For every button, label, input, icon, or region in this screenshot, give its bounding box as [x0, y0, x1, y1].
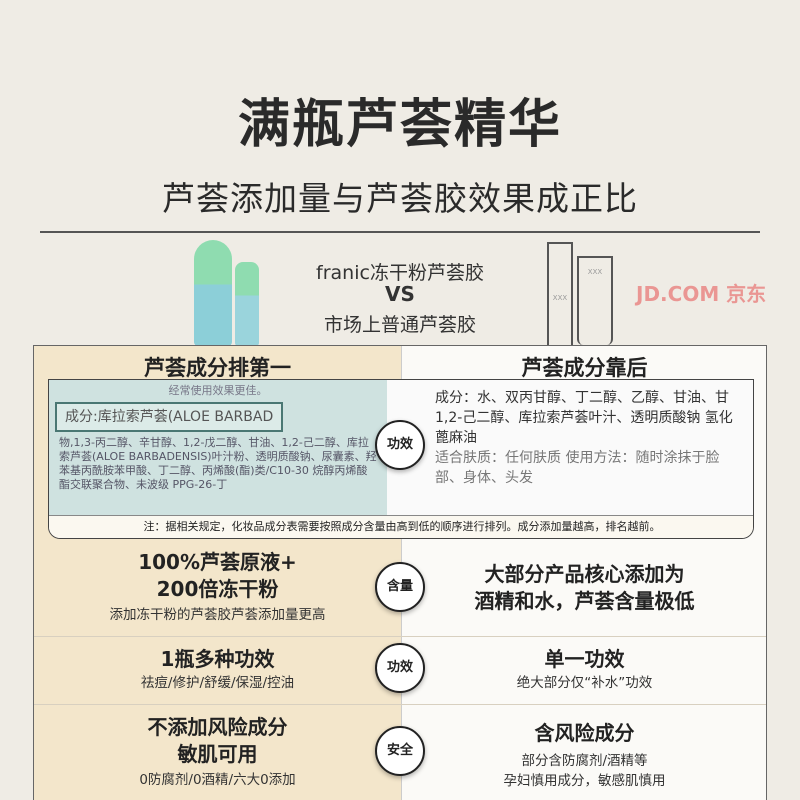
right-content-row: 大部分产品核心添加为 酒精和水，芦荟含量极低 [474, 562, 695, 613]
badge-efficacy: 功效 [375, 420, 425, 470]
competitor-label: 市场上普通芦荟胶 [323, 314, 476, 336]
franic-product-image [190, 238, 270, 346]
generic-ingredient-label: 成分：水、双丙甘醇、丁二醇、乙醇、甘油、甘 1,2-己二醇、库拉索芦荟叶汁、透明… [387, 380, 753, 515]
vs-label: VS [385, 282, 415, 306]
badge-content: 含量 [375, 562, 425, 612]
left-content-row: 100%芦荟原液+ 200倍冻干粉 添加冻干粉的芦荟胶芦荟添加量更高 [109, 550, 326, 623]
ingredient-note: 注：据相关规定，化妆品成分表需要按照成分含量由高到低的顺序进行排列。成分添加量越… [49, 515, 753, 538]
right-safety-row: 含风险成分 部分含防腐剂/酒精等 孕妇慎用成分，敏感肌慎用 [503, 721, 666, 789]
badge-efficacy-2: 功效 [375, 643, 425, 693]
franic-ingredient-label: 经常使用效果更佳。 成分:库拉索芦荟(ALOE BARBAD 物,1,3-丙二醇… [49, 380, 387, 515]
watermark: JD.COM 京东 [636, 282, 767, 306]
aloe-highlight: 成分:库拉索芦荟(ALOE BARBAD [55, 402, 284, 432]
brand-label: franic冻干粉芦荟胶 [316, 262, 484, 284]
page-subtitle: 芦荟添加量与芦荟胶效果成正比 [162, 179, 638, 218]
right-header: 芦荟成分靠后 [521, 356, 648, 380]
generic-product-image: XXX XXX [545, 240, 625, 345]
page-title: 满瓶芦荟精华 [237, 95, 562, 155]
left-header: 芦荟成分排第一 [144, 356, 291, 380]
left-efficacy-row: 1瓶多种功效 祛痘/修护/舒缓/保湿/控油 [140, 647, 295, 691]
badge-safety: 安全 [375, 726, 425, 776]
right-efficacy-row: 单一功效 绝大部分仅“补水”功效 [516, 647, 653, 691]
left-safety-row: 不添加风险成分 敏肌可用 0防腐剂/0酒精/六大0添加 [139, 715, 296, 788]
ingredient-lists: 经常使用效果更佳。 成分:库拉索芦荟(ALOE BARBAD 物,1,3-丙二醇… [48, 379, 754, 539]
comparison-table: 芦荟成分排第一 芦荟成分靠后 经常使用效果更佳。 成分:库拉索芦荟(ALOE B… [33, 345, 767, 800]
divider [40, 231, 760, 233]
